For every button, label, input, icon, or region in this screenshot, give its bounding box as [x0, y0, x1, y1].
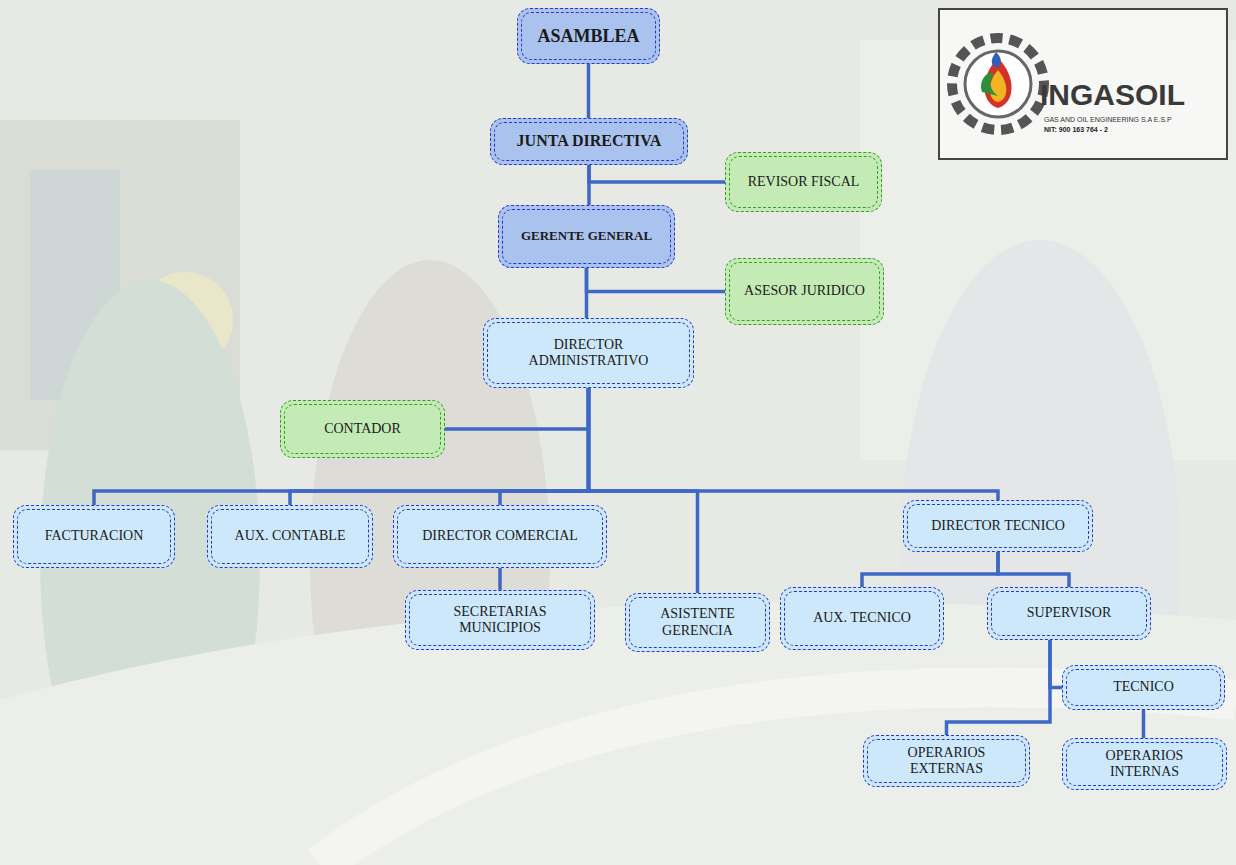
- node-label: SECRETARIAS MUNICIPIOS: [416, 604, 584, 636]
- org-connector: [585, 268, 589, 318]
- org-connector: [94, 388, 589, 505]
- node-label: ASISTENTE GERENCIA: [636, 606, 759, 638]
- org-connector: [587, 165, 591, 205]
- org-connector: [1050, 640, 1062, 688]
- org-connector: [1142, 710, 1146, 738]
- role-box: OPERARIOS INTERNAS: [1062, 738, 1227, 790]
- node-label: OPERARIOS INTERNAS: [1073, 748, 1216, 780]
- org-connector: [445, 388, 589, 429]
- logo-text: NIT: 900 163 764 - 2: [1044, 126, 1108, 133]
- director-box: DIRECTOR COMERCIAL: [393, 505, 607, 568]
- org-connector: [947, 640, 1051, 735]
- node-label: DIRECTOR TECNICO: [931, 518, 1065, 534]
- role-box: FACTURACION: [13, 505, 175, 568]
- node-label: ASESOR JURIDICO: [744, 283, 865, 299]
- role-box: ASISTENTE GERENCIA: [625, 593, 770, 652]
- node-label: SUPERVISOR: [1027, 605, 1111, 621]
- org-connector: [498, 568, 502, 590]
- node-label: OPERARIOS EXTERNAS: [874, 745, 1019, 777]
- legal-advisor-box: ASESOR JURIDICO: [725, 258, 884, 325]
- board-box: JUNTA DIRECTIVA: [490, 118, 688, 165]
- director-box: DIRECTOR ADMINISTRATIVO: [483, 318, 694, 388]
- role-box: AUX. CONTABLE: [207, 505, 373, 568]
- org-connector: [587, 268, 726, 292]
- role-box: OPERARIOS EXTERNAS: [863, 735, 1030, 787]
- node-label: AUX. CONTABLE: [235, 528, 346, 544]
- org-connector: [589, 165, 725, 182]
- org-connector: [500, 388, 589, 505]
- node-label: REVISOR FISCAL: [748, 174, 860, 190]
- accountant-box: CONTADOR: [280, 400, 445, 458]
- org-connector: [862, 552, 998, 587]
- director-box: DIRECTOR TECNICO: [903, 500, 1093, 552]
- node-label: GERENTE GENERAL: [521, 229, 652, 244]
- node-label: FACTURACION: [45, 528, 144, 544]
- org-connector: [587, 64, 591, 118]
- node-label: DIRECTOR ADMINISTRATIVO: [494, 337, 683, 369]
- org-connector: [998, 552, 1069, 587]
- role-box: SUPERVISOR: [987, 587, 1151, 640]
- logo-text: GAS AND OIL ENGINEERING S.A E.S.P: [1044, 116, 1172, 123]
- node-label: AUX. TECNICO: [813, 610, 911, 626]
- node-label: TECNICO: [1113, 679, 1174, 695]
- assembly-box: ASAMBLEA: [517, 8, 660, 64]
- node-label: DIRECTOR COMERCIAL: [422, 528, 578, 544]
- manager-box: GERENTE GENERAL: [498, 205, 675, 268]
- node-label: ASAMBLEA: [537, 26, 639, 47]
- node-label: JUNTA DIRECTIVA: [517, 132, 662, 150]
- role-box: SECRETARIAS MUNICIPIOS: [405, 590, 595, 650]
- org-connector: [589, 388, 999, 500]
- auditor-box: REVISOR FISCAL: [725, 152, 882, 212]
- role-box: AUX. TECNICO: [780, 587, 944, 650]
- node-label: CONTADOR: [324, 421, 401, 437]
- role-box: TECNICO: [1062, 665, 1225, 710]
- logo-text: INGASOIL: [1040, 78, 1185, 112]
